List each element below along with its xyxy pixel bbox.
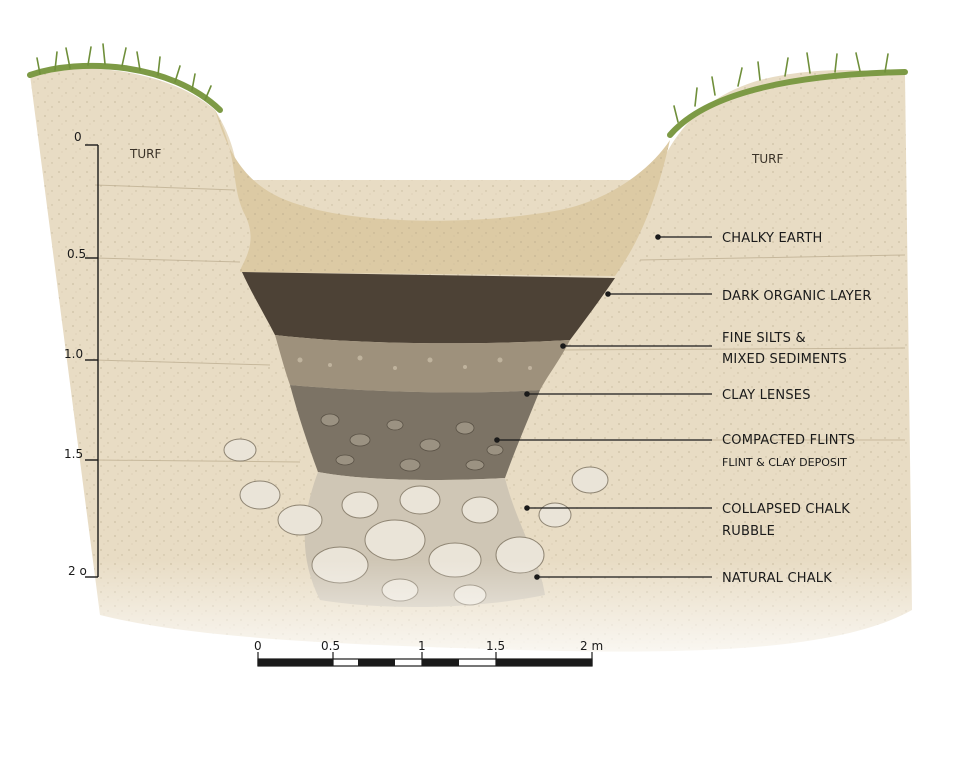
- silt-texture: [297, 355, 532, 370]
- depth-tick-2-0: 2 o: [68, 564, 87, 578]
- label-clay-lenses: CLAY LENSES: [722, 388, 811, 403]
- label-compacted-flints: COMPACTED FLINTS: [722, 433, 855, 448]
- label-dark-organic-layer: DARK ORGANIC LAYER: [722, 289, 872, 304]
- label-fine-silts: FINE SILTS &: [722, 331, 806, 346]
- scale-tick-1: 1: [418, 639, 426, 653]
- scale-tick-1-5: 1.5: [486, 639, 505, 653]
- label-collapsed-chalk-line2: RUBBLE: [722, 524, 775, 539]
- depth-scale: [85, 144, 99, 578]
- dark-organic-layer-body: [242, 272, 615, 344]
- chalk-bedding-lines: [94, 184, 906, 463]
- scale-tick-2m: 2 m: [580, 639, 603, 653]
- fine-silts-layer-body: [275, 335, 570, 393]
- label-fine-silts-line2: MIXED SEDIMENTS: [722, 352, 847, 367]
- leader-dots: [494, 234, 661, 580]
- grass-right: [667, 52, 908, 138]
- depth-tick-0-5: 0.5: [67, 247, 86, 261]
- label-flint-clay-deposit: FLINT & CLAY DEPOSIT: [722, 456, 847, 469]
- horizontal-scale-bar: [257, 652, 593, 667]
- label-natural-chalk: NATURAL CHALK: [722, 571, 832, 586]
- depth-tick-0: 0: [74, 130, 82, 144]
- grass-left: [27, 43, 223, 113]
- turf-label-left: TURF: [129, 147, 161, 161]
- flint-layer-body: [290, 385, 540, 480]
- leader-lines: [497, 236, 712, 578]
- scale-tick-0: 0: [254, 639, 262, 653]
- depth-tick-1-5: 1.5: [64, 447, 83, 461]
- depth-tick-1-0: 1.0: [64, 347, 83, 361]
- label-collapsed-chalk: COLLAPSED CHALK: [722, 502, 850, 517]
- flint-pebbles: [320, 413, 504, 472]
- label-chalky-earth: CHALKY EARTH: [722, 231, 822, 246]
- turf-label-right: TURF: [751, 152, 783, 166]
- scale-tick-0-5: 0.5: [321, 639, 340, 653]
